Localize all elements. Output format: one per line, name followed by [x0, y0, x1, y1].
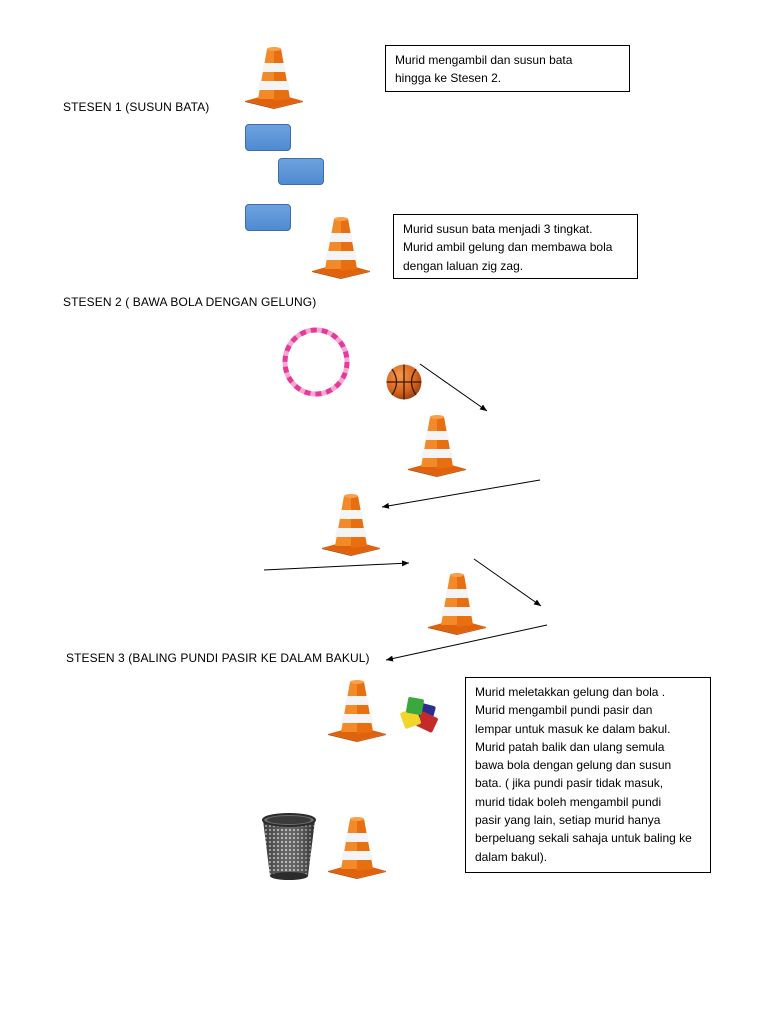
arrow-icon [381, 479, 541, 509]
arrow-icon [263, 560, 410, 571]
traffic-cone-icon [426, 571, 488, 635]
beanbag-icon [400, 697, 438, 733]
traffic-cone-icon [320, 492, 382, 556]
brick-icon [245, 204, 291, 231]
traffic-cone-icon [310, 215, 372, 279]
traffic-cone-icon [406, 413, 468, 477]
brick-icon [245, 124, 291, 151]
station-1-label: STESEN 1 (SUSUN BATA) [63, 100, 210, 114]
note-line: Murid patah balik dan ulang semula [475, 739, 665, 754]
hoop-icon [282, 327, 350, 397]
note-line: pasir yang lain, setiap murid hanya [475, 813, 661, 828]
note-line: Murid meletakkan gelung dan bola . [475, 685, 666, 699]
station-3-label: STESEN 3 (BALING PUNDI PASIR KE DALAM BA… [66, 651, 370, 665]
wastebasket-icon [262, 813, 316, 880]
brick-icon [278, 158, 324, 185]
arrow-icon [419, 363, 488, 412]
note-line: Murid mengambil dan susun bata [395, 53, 573, 67]
note-line: lempar untuk masuk ke dalam bakul. [475, 721, 671, 736]
note-line: Murid susun bata menjadi 3 tingkat. [403, 222, 593, 236]
station-2-label: STESEN 2 ( BAWA BOLA DENGAN GELUNG) [63, 295, 317, 309]
note-line: bata. ( jika pundi pasir tidak masuk, [475, 776, 664, 791]
note-line: berpeluang sekali sahaja untuk baling ke [475, 831, 692, 846]
note-box-station-1: Murid mengambil dan susun bata hingga ke… [385, 45, 630, 92]
note-line: bawa bola dengan gelung dan susun [475, 758, 672, 773]
traffic-cone-icon [326, 678, 388, 742]
note-box-station-2: Murid susun bata menjadi 3 tingkat. Muri… [393, 214, 638, 279]
note-line: hingga ke Stesen 2. [395, 71, 502, 86]
traffic-cone-icon [243, 45, 305, 109]
note-line: Murid mengambil pundi pasir dan [475, 703, 653, 718]
traffic-cone-icon [326, 815, 388, 879]
note-line: murid tidak boleh mengambil pundi [475, 794, 662, 809]
note-line: dengan laluan zig zag. [403, 258, 524, 273]
basketball-icon [386, 364, 422, 400]
note-line: Murid ambil gelung dan membawa bola [403, 240, 613, 255]
note-box-station-3: Murid meletakkan gelung dan bola . Murid… [465, 677, 711, 873]
note-line: dalam bakul). [475, 849, 548, 864]
